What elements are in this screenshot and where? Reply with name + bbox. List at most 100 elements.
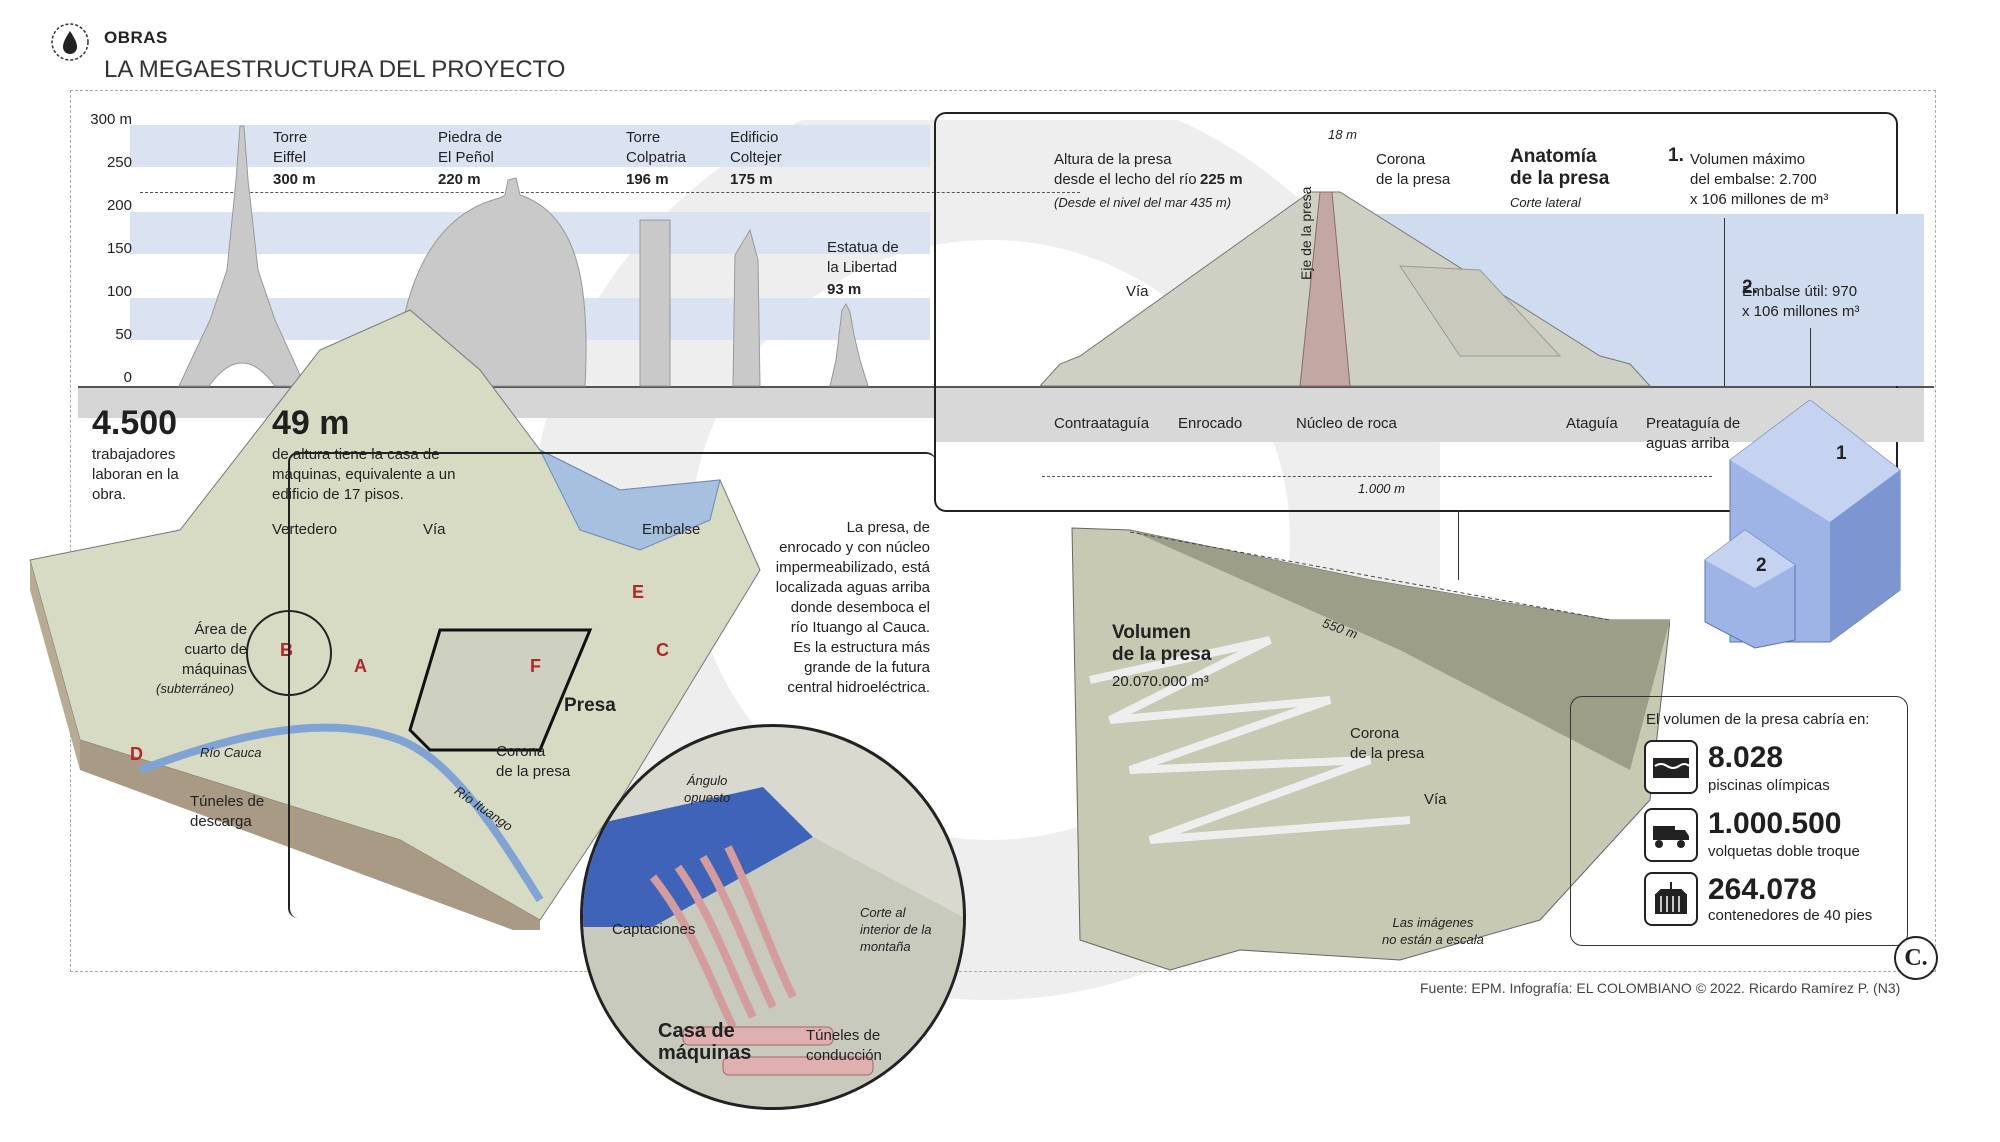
brand-logo: C.: [1894, 936, 1938, 980]
landmark-name: Piedra de El Peñol: [438, 129, 503, 166]
comparison-label: contenedores de 40 pies: [1708, 907, 1873, 924]
landmark-height: 175 m: [730, 171, 773, 188]
anatomy-part: Enrocado: [1178, 415, 1243, 432]
connector-frame: [288, 452, 936, 918]
landmark-name: Torre Colpatria: [626, 129, 687, 166]
machine-tuneles: Túneles de conducción: [806, 1027, 882, 1064]
down-arrow: [1458, 510, 1459, 580]
volume-cubes: [1704, 400, 1901, 649]
map-label-via: Vía: [423, 521, 446, 538]
not-to-scale-note: Las imágenes no están a escala: [1382, 915, 1484, 947]
scale-tick: 50: [115, 326, 132, 343]
dam-cross-section: [1040, 191, 1652, 387]
cube-label-2: 2: [1756, 555, 1767, 576]
drop-icon: [51, 23, 89, 61]
anatomy-ground: [936, 388, 1924, 442]
scale-tick: 300 m: [90, 111, 132, 128]
colpatria-tower-icon: [639, 219, 671, 387]
comparison-value: 264.078: [1708, 873, 1817, 906]
vol2-number: 2.: [1742, 277, 1758, 298]
dam-volume-value: 20.070.000 m³: [1112, 673, 1209, 690]
scale-tick: 150: [106, 240, 132, 257]
landmark-height: 93 m: [827, 281, 862, 298]
map-label-embalse: Embalse: [642, 521, 701, 538]
footer-source: Fuente: EPM. Infografía: EL COLOMBIANO ©…: [1420, 980, 1901, 996]
comparison-heading: El volumen de la presa cabría en:: [1646, 711, 1870, 728]
anatomy-part: Núcleo de roca: [1296, 415, 1397, 432]
content-frame: [70, 90, 1936, 972]
comparison-label: piscinas olímpicas: [1708, 777, 1830, 794]
anatomy-subtitle: Corte lateral: [1510, 195, 1581, 210]
anatomy-altura-label: Altura de la presa desde el lecho del rí…: [1054, 151, 1197, 188]
anatomy-length-line: [1042, 476, 1712, 477]
machine-angulo: Ángulo opuesto: [684, 773, 731, 805]
machine-height-text: de altura tiene la casa de máquinas, equ…: [272, 446, 456, 503]
anatomy-part: Contraataguía: [1054, 415, 1150, 432]
machine-captaciones: Captaciones: [612, 921, 696, 938]
vol1-number: 1.: [1668, 145, 1684, 166]
machine-corte: Corte al interior de la montaña: [860, 905, 932, 954]
comparison-label: volquetas doble troque: [1708, 843, 1860, 860]
anatomy-altura-note: (Desde el nivel del mar 435 m): [1054, 195, 1232, 210]
scale-tick: 0: [123, 369, 132, 386]
workers-value: 4.500: [92, 404, 178, 442]
terrain-3d-block: [29, 309, 761, 930]
anatomy-title: Anatomía de la presa: [1510, 146, 1610, 189]
dam-height-line: [140, 192, 1080, 193]
scale-band-250-300: [130, 125, 930, 167]
penol-rock-icon: [394, 177, 587, 387]
map-label-presa: Presa: [564, 695, 616, 716]
landmark-height: 220 m: [438, 171, 481, 188]
map-label-corona: Corona de la presa: [496, 743, 571, 780]
marker-e: E: [632, 582, 645, 602]
map-label-subterraneo: (subterráneo): [156, 681, 235, 696]
landmark-name: Estatua de la Libertad: [827, 239, 899, 276]
anatomy-length: 1.000 m: [1358, 481, 1405, 496]
machine-height-value: 49 m: [272, 404, 350, 442]
vol2-text: Embalse útil: 970 x 106 millones m³: [1742, 283, 1860, 320]
dam-description: La presa, de enrocado y con núcleo imper…: [775, 519, 930, 696]
map-label-tuneles: Túneles de descarga: [190, 793, 265, 830]
anatomy-via: Vía: [1126, 283, 1149, 300]
landmark-height: 196 m: [626, 171, 669, 188]
dam-volume-via: Vía: [1424, 791, 1447, 808]
section-label: OBRAS: [104, 28, 168, 47]
coltejer-building-icon: [732, 228, 761, 387]
anatomy-crest-width: 18 m: [1328, 127, 1357, 142]
landmark-silhouettes: [178, 125, 869, 387]
workers-text: trabajadores laboran en la obra.: [92, 446, 179, 503]
vol1-arrow: [1724, 218, 1725, 386]
anatomy-part: Ataguía: [1566, 415, 1618, 432]
dam-volume-title: Volumen de la presa: [1112, 622, 1212, 665]
ground-line: [78, 386, 1934, 388]
landmark-name: Torre Eiffel: [273, 129, 308, 166]
cube-label-1: 1: [1836, 443, 1847, 464]
anatomy-corona: Corona de la presa: [1376, 151, 1451, 188]
comparison-box: [1570, 696, 1908, 946]
comparison-value: 8.028: [1708, 741, 1784, 774]
scale-tick: 200: [106, 197, 132, 214]
marker-c: C: [656, 640, 669, 660]
map-label-rio-cauca: Río Cauca: [200, 745, 262, 760]
machine-house-illustration: [583, 787, 963, 1107]
landmark-name: Edificio Coltejer: [730, 129, 782, 166]
liberty-statue-icon: [829, 303, 869, 387]
landmark-height: 300 m: [273, 171, 316, 188]
scale-tick: 250: [106, 154, 132, 171]
marker-d: D: [130, 744, 143, 764]
dam-volume-3d: [1071, 527, 1670, 971]
dam-volume-corona: Corona de la presa: [1350, 725, 1425, 762]
pool-icon: [1644, 740, 1698, 794]
anatomy-altura-value: 225 m: [1200, 171, 1243, 188]
anatomy-eje: Eje de la presa: [1298, 186, 1314, 280]
map-label-area: Área de cuarto de máquinas: [182, 621, 248, 678]
machine-house-zoom: [580, 724, 966, 1110]
anatomy-part: Preataguía de aguas arriba: [1646, 415, 1741, 452]
scale-tick: 100: [106, 283, 132, 300]
dump-truck-icon: [1644, 808, 1698, 862]
comparison-value: 1.000.500: [1708, 807, 1842, 840]
marker-f: F: [530, 656, 541, 676]
marker-a: A: [354, 656, 367, 676]
container-icon: [1644, 872, 1698, 926]
vol2-arrow: [1810, 328, 1811, 386]
